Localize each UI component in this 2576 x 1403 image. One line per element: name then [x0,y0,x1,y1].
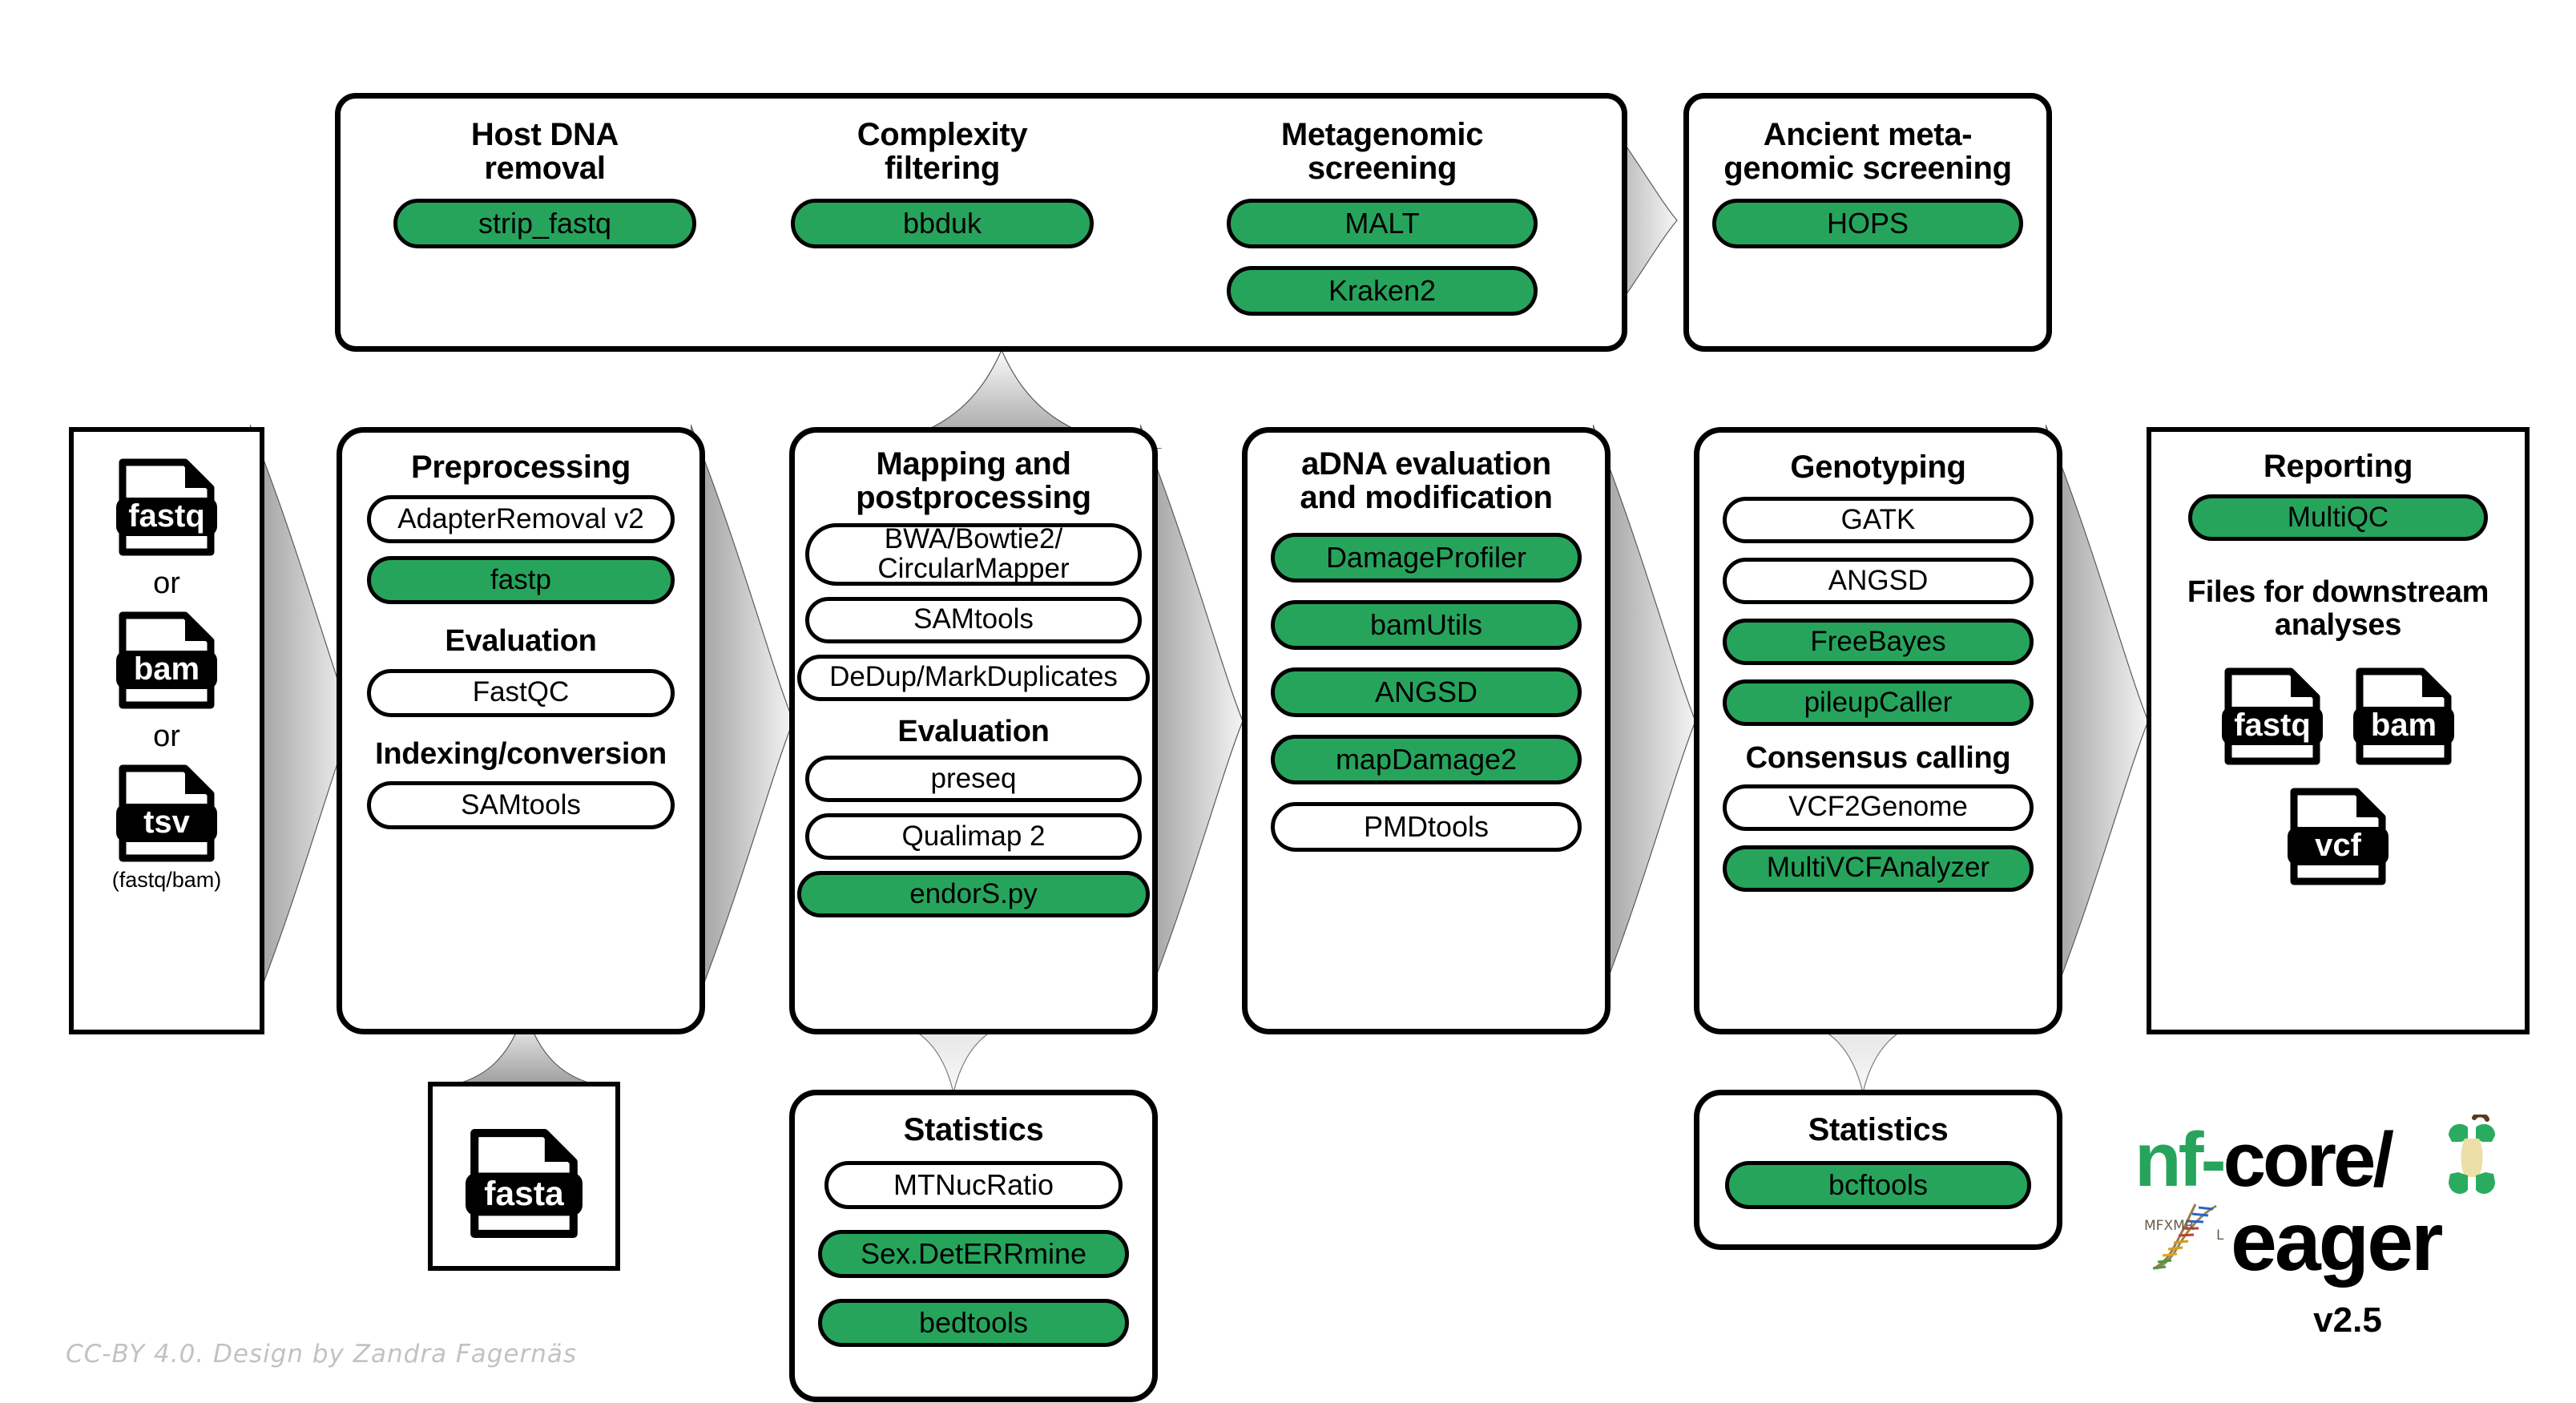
logo-version: v2.5 [2313,1300,2382,1340]
svg-text:fastq: fastq [128,498,205,534]
svg-text:fastq: fastq [2234,708,2311,743]
input-separator-or-1: or [153,566,180,600]
tool-pill-multivcfanalyzer[interactable]: MultiVCFAnalyzer [1723,845,2034,892]
tool-pill-pileupcaller[interactable]: pileupCaller [1723,679,2034,727]
svg-text:fasta: fasta [484,1175,564,1213]
tool-pill-multiqc[interactable]: MultiQC [2188,494,2488,542]
arrow-preprocessing-to-mapping [691,425,795,1018]
input-separator-or-2: or [153,720,180,753]
panel-title: Preprocessing [411,450,631,485]
tool-pill-sex-determine[interactable]: Sex.DetERRmine [818,1230,1129,1279]
bam-file-icon: bam [115,609,219,712]
logo-line-nf-core: nf-core/ [2135,1116,2394,1204]
svg-text:bam: bam [134,651,200,687]
vcf-file-icon: vcf [2285,785,2391,888]
panel-reference-fasta: fasta [428,1082,620,1271]
panel-title: Mapping and postprocessing [856,446,1091,516]
panel-title: Statistics [1808,1112,1949,1147]
fasta-file-icon: fasta [466,1125,583,1242]
panel-adna-evaluation: aDNA evaluation and modification DamageP… [1242,427,1611,1034]
tool-pill-bedtools[interactable]: bedtools [818,1299,1129,1348]
section-title: Metagenomic screening [1280,117,1484,187]
tool-pill-freebayes[interactable]: FreeBayes [1723,619,2034,666]
tool-pill-fastqc[interactable]: FastQC [367,668,675,717]
svg-text:vcf: vcf [2315,828,2361,863]
logo-text-eager: eager [2231,1195,2444,1288]
tool-pill-gatk[interactable]: GATK [1723,497,2034,544]
panel-input-files: fastq or bam or tsv (fastq/bam) [69,427,264,1034]
panel-title: Ancient meta- genomic screening [1723,117,2012,187]
section-metagenomic-screening: Metagenomic screening MALT Kraken2 [1222,118,1542,316]
screening-container-panel: Host DNA removal strip_fastq Complexity … [335,93,1627,352]
tool-pill-angsd[interactable]: ANGSD [1271,667,1582,717]
input-files-note: (fastq/bam) [111,868,222,892]
tool-pill-bamutils[interactable]: bamUtils [1271,599,1582,650]
group-heading-indexing-conversion: Indexing/conversion [375,736,667,771]
apple-core-icon [2442,1112,2501,1199]
dna-rune-text-2: L [2216,1228,2224,1244]
logo-text-core: core/ [2223,1117,2394,1203]
group-heading-files-downstream: Files for downstream analyses [2187,575,2489,642]
panel-ancient-metagenomic-screening: Ancient meta- genomic screening HOPS [1683,93,2052,352]
fastq-file-icon: fastq [2219,665,2325,768]
panel-title: Statistics [903,1112,1044,1147]
credits-text: CC-BY 4.0. Design by Zandra Fagernäs [66,1340,578,1369]
dna-helix-icon: MFXMR L [2139,1199,2232,1273]
tool-pill-mapdamage2[interactable]: mapDamage2 [1271,734,1582,784]
logo-text-nf: nf- [2135,1117,2227,1203]
tool-pill-bwa-bowtie2-circularmapper[interactable]: BWA/Bowtie2/ CircularMapper [805,522,1142,586]
panel-mapping-postprocessing: Mapping and postprocessing BWA/Bowtie2/ … [789,427,1158,1034]
svg-text:bam: bam [2371,708,2437,743]
section-host-dna-removal: Host DNA removal strip_fastq [373,118,717,248]
tool-pill-strip-fastq[interactable]: strip_fastq [393,198,696,248]
tool-pill-bcftools[interactable]: bcftools [1725,1161,2031,1210]
tool-pill-hops[interactable]: HOPS [1712,198,2023,248]
output-file-vcf-row: vcf [2151,785,2525,888]
group-heading-evaluation: Evaluation [445,624,597,659]
tool-pill-dedup-markduplicates[interactable]: DeDup/MarkDuplicates [797,654,1150,701]
tool-pill-samtools[interactable]: SAMtools [805,596,1142,643]
tool-pill-qualimap-2[interactable]: Qualimap 2 [805,813,1142,861]
group-heading-evaluation: Evaluation [897,714,1050,748]
panel-title: Reporting [2263,449,2413,484]
tool-pill-mtnucratio[interactable]: MTNucRatio [824,1161,1123,1210]
tool-pill-samtools[interactable]: SAMtools [367,780,675,829]
pill-line-1: BWA/Bowtie2/ [884,523,1063,555]
panel-statistics-mapping: Statistics MTNucRatio Sex.DetERRmine bed… [789,1090,1158,1402]
tool-pill-endors-py[interactable]: endorS.py [797,871,1150,918]
tool-pill-bbduk[interactable]: bbduk [791,198,1094,248]
panel-reporting: Reporting MultiQC Files for downstream a… [2147,427,2530,1034]
tool-pill-adapterremoval-v2[interactable]: AdapterRemoval v2 [367,495,675,544]
section-title: Complexity filtering [857,117,1028,187]
panel-preprocessing: Preprocessing AdapterRemoval v2 fastp Ev… [337,427,705,1034]
group-heading-consensus-calling: Consensus calling [1745,741,2011,776]
output-files-row: fastq bam [2151,665,2525,768]
pill-line-2: CircularMapper [877,552,1070,584]
tool-pill-preseq[interactable]: preseq [805,756,1142,803]
section-complexity-filtering: Complexity filtering bbduk [770,118,1115,248]
panel-genotyping: Genotyping GATK ANGSD FreeBayes pileupCa… [1694,427,2062,1034]
tsv-file-icon: tsv [115,762,219,865]
tool-pill-fastp[interactable]: fastp [367,556,675,605]
tool-pill-damageprofiler[interactable]: DamageProfiler [1271,532,1582,583]
bam-file-icon: bam [2351,665,2457,768]
svg-text:tsv: tsv [143,804,191,840]
tool-pill-vcf2genome[interactable]: VCF2Genome [1723,784,2034,831]
dna-rune-text: MFXMR [2144,1218,2195,1234]
section-title: Host DNA removal [470,117,619,187]
fastq-file-icon: fastq [115,456,219,558]
tool-pill-pmdtools[interactable]: PMDtools [1271,801,1582,852]
tool-pill-malt[interactable]: MALT [1227,198,1538,248]
tool-pill-angsd[interactable]: ANGSD [1723,558,2034,605]
nf-core-eager-logo: nf-core/ [2115,1112,2516,1341]
panel-title: Genotyping [1790,450,1966,485]
panel-statistics-genotyping: Statistics bcftools [1694,1090,2062,1250]
panel-title: aDNA evaluation and modification [1300,446,1553,516]
tool-pill-kraken2[interactable]: Kraken2 [1227,265,1538,316]
